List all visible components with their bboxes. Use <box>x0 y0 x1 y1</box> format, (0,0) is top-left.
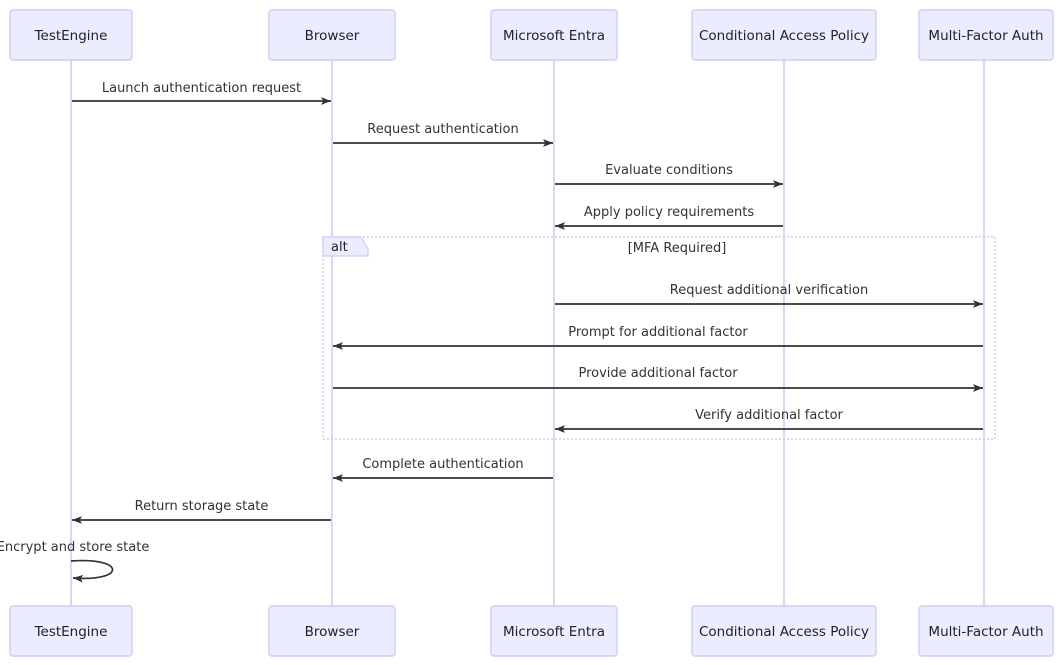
actor-mfa-top[interactable]: Multi-Factor Auth <box>918 9 1054 61</box>
self-message-label: Encrypt and store state <box>0 540 149 555</box>
actor-box[interactable] <box>268 605 396 657</box>
actor-entra-top[interactable]: Microsoft Entra <box>490 9 618 61</box>
actor-testengine-top[interactable]: TestEngine <box>9 9 133 61</box>
message-label: Request authentication <box>367 122 518 137</box>
message-label: Provide additional factor <box>578 366 738 381</box>
actor-label: Browser <box>305 28 360 44</box>
actor-box[interactable] <box>490 605 618 657</box>
actor-label: TestEngine <box>34 624 108 640</box>
actor-browser-bottom[interactable]: Browser <box>268 605 396 657</box>
actor-box[interactable] <box>691 9 877 61</box>
message-m10: Return storage state <box>72 499 331 524</box>
actor-label: Conditional Access Policy <box>699 28 869 44</box>
actor-box[interactable] <box>490 9 618 61</box>
message-m3: Evaluate conditions <box>555 163 783 188</box>
message-m6: Prompt for additional factor <box>333 325 983 350</box>
actor-box[interactable] <box>9 9 133 61</box>
message-label: Verify additional factor <box>695 408 843 423</box>
alt-block-group: alt [MFA Required] <box>322 236 996 440</box>
message-m2: Request authentication <box>333 122 553 147</box>
message-m4: Apply policy requirements <box>555 205 783 230</box>
message-m8: Verify additional factor <box>555 408 983 433</box>
actor-label: Multi-Factor Auth <box>928 624 1043 640</box>
message-label: Prompt for additional factor <box>568 325 748 340</box>
actor-box[interactable] <box>268 9 396 61</box>
actor-testengine-bottom[interactable]: TestEngine <box>9 605 133 657</box>
message-label: Evaluate conditions <box>605 163 733 178</box>
alt-block-condition: [MFA Required] <box>628 241 727 256</box>
actor-mfa-bottom[interactable]: Multi-Factor Auth <box>918 605 1054 657</box>
actor-label: Browser <box>305 624 360 640</box>
message-label: Launch authentication request <box>102 81 301 96</box>
actor-entra-bottom[interactable]: Microsoft Entra <box>490 605 618 657</box>
message-m9: Complete authentication <box>333 457 553 482</box>
actor-box[interactable] <box>918 605 1054 657</box>
actor-label: TestEngine <box>34 28 108 44</box>
self-message-m11: Encrypt and store state <box>0 540 149 583</box>
alt-block-tab <box>322 236 369 257</box>
actor-label: Microsoft Entra <box>503 624 605 640</box>
actor-boxes-bottom: TestEngine Browser Microsoft Entra Conditio… <box>9 605 1054 657</box>
actor-label: Microsoft Entra <box>503 28 605 44</box>
message-m7: Provide additional factor <box>333 366 983 392</box>
message-m1: Launch authentication request <box>72 81 331 105</box>
message-label: Return storage state <box>135 499 269 514</box>
message-label: Apply policy requirements <box>584 205 754 220</box>
lifelines-group <box>70 60 985 606</box>
actor-policy-top[interactable]: Conditional Access Policy <box>691 9 877 61</box>
alt-block-keyword: alt <box>331 240 348 255</box>
self-message-loop <box>70 559 114 583</box>
message-label: Complete authentication <box>362 457 523 472</box>
alt-block-frame <box>322 236 996 440</box>
actor-box[interactable] <box>691 605 877 657</box>
actor-browser-top[interactable]: Browser <box>268 9 396 61</box>
message-m5: Request additional verification <box>555 283 983 308</box>
actor-box[interactable] <box>9 605 133 657</box>
actor-box[interactable] <box>918 9 1054 61</box>
actor-label: Conditional Access Policy <box>699 624 869 640</box>
actor-boxes-top: TestEngine Browser Microsoft Entra Conditio… <box>9 9 1054 61</box>
message-label: Request additional verification <box>670 283 869 298</box>
actor-policy-bottom[interactable]: Conditional Access Policy <box>691 605 877 657</box>
actor-label: Multi-Factor Auth <box>928 28 1043 44</box>
